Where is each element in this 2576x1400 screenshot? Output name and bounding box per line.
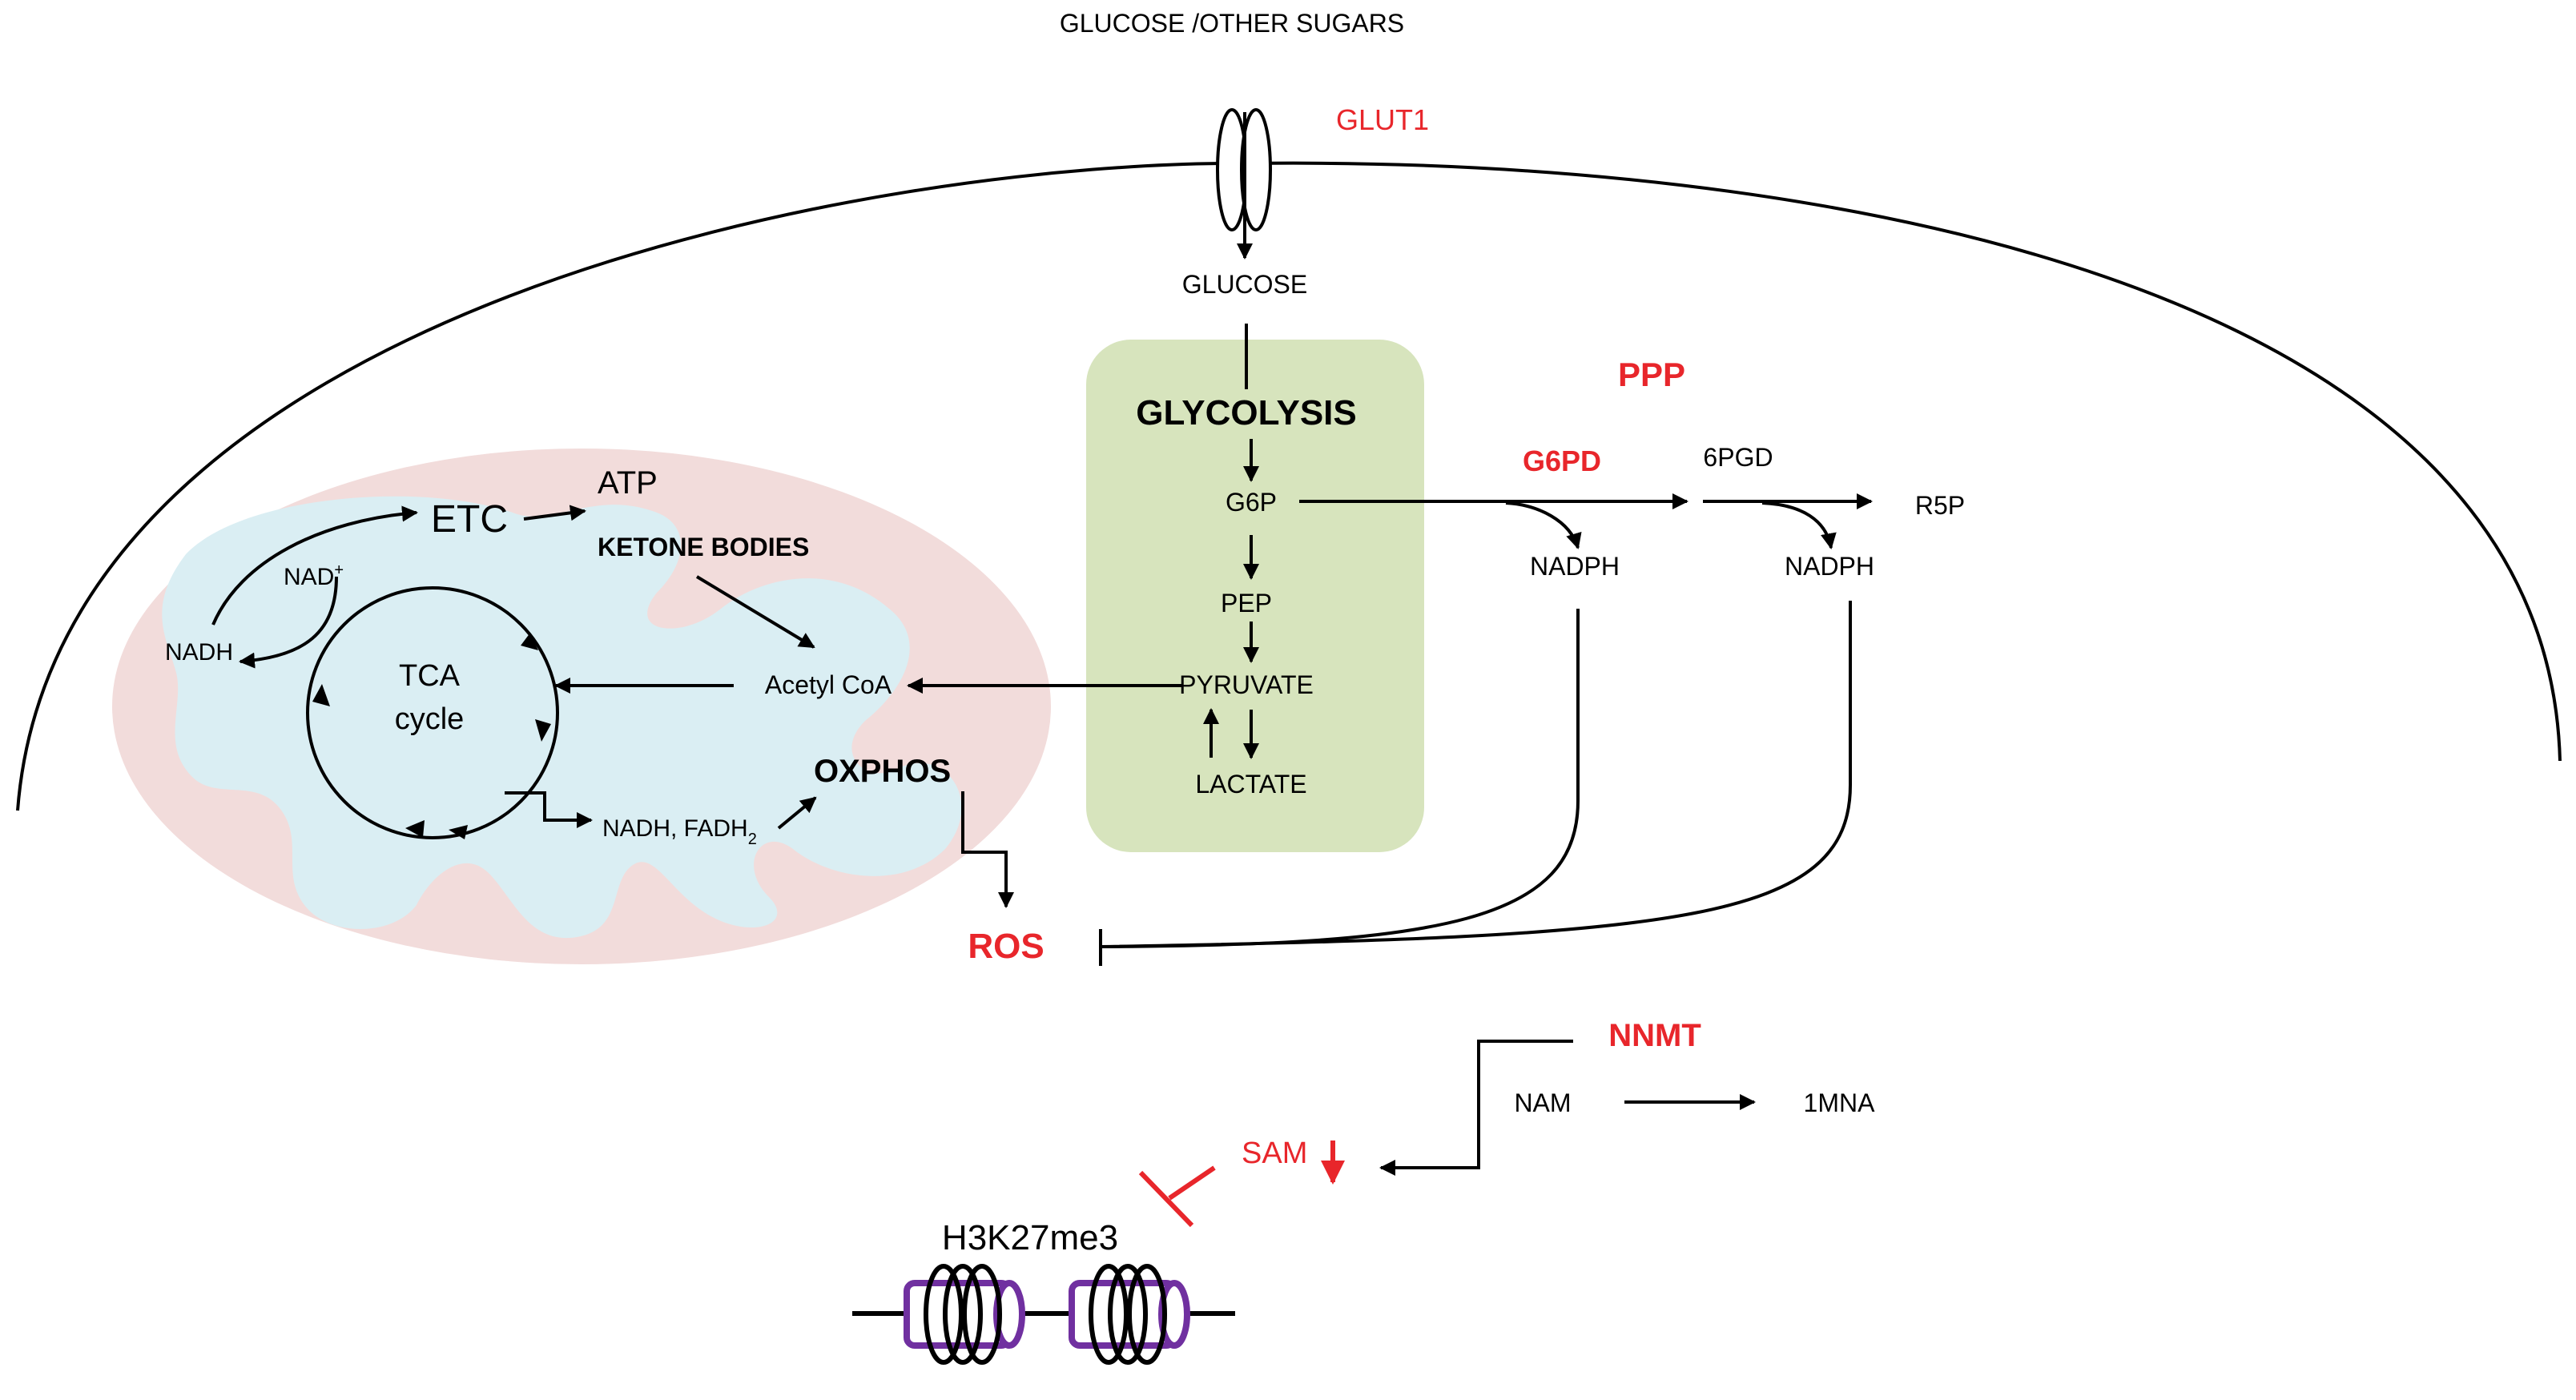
r5p-label: R5P: [1915, 491, 1965, 520]
nnmt-label: NNMT: [1608, 1018, 1701, 1053]
glut1-label: GLUT1: [1336, 103, 1429, 136]
pep-label: PEP: [1221, 589, 1272, 618]
sam-inhibition-bar: [1138, 1170, 1194, 1228]
g6pd-nadph-branch: [1505, 501, 1582, 549]
tca-to-nadh-fadh-arrow: [505, 791, 593, 828]
nadh-fadh-to-oxphos-arrow: [777, 796, 817, 830]
ppp-label: PPP: [1618, 356, 1685, 393]
mitochondrion: [112, 449, 1051, 964]
mitochondrion-cristae: [162, 496, 962, 939]
nadh-label: NADH: [165, 639, 233, 666]
1mna-label: 1MNA: [1804, 1088, 1876, 1117]
nadph-label-1: NADPH: [1530, 552, 1620, 581]
nam-label: NAM: [1514, 1088, 1571, 1117]
6pgd-nadph-branch: [1761, 501, 1837, 549]
glucose-other-sugars-label: GLUCOSE /OTHER SUGARS: [1060, 9, 1404, 38]
lactate-label: LACTATE: [1195, 770, 1306, 799]
nadh-fadh-label: NADH, FADH2: [602, 815, 757, 848]
nadph-label-2: NADPH: [1785, 552, 1874, 581]
nadh-to-etc-arrow: [211, 505, 418, 626]
h3k27me3-label: H3K27me3: [942, 1218, 1118, 1257]
glycolysis-compartment: [1086, 340, 1424, 852]
g6p-label: G6P: [1226, 488, 1277, 517]
nnmt-consumes-sam-arrow: [1379, 1040, 1573, 1176]
tca-label-line1: TCA: [399, 659, 461, 693]
ros-label: ROS: [968, 927, 1044, 966]
g6pd-label: G6PD: [1523, 445, 1601, 477]
glut1-transporter-icon: [1216, 108, 1272, 231]
tca-label-line2: cycle: [395, 702, 465, 736]
nad-plus-regeneration-arrow: [239, 576, 338, 669]
sam-label: SAM: [1242, 1136, 1307, 1170]
glucose-label: GLUCOSE: [1182, 270, 1307, 299]
glycolysis-label: GLYCOLYSIS: [1136, 393, 1357, 432]
etc-to-atp-arrow: [523, 505, 586, 521]
6pgd-label: 6PGD: [1703, 443, 1773, 472]
ketone-bodies-label: KETONE BODIES: [598, 533, 809, 561]
tca-cycle-circle: [306, 586, 559, 839]
atp-label: ATP: [598, 465, 658, 501]
oxphos-label: OXPHOS: [814, 754, 951, 789]
nad-plus-label: NAD+: [284, 561, 344, 590]
pyruvate-label: PYRUVATE: [1179, 670, 1314, 699]
etc-label: ETC: [431, 498, 508, 541]
oxphos-to-ros-arrow: [961, 791, 1014, 908]
acetyl-coa-label: Acetyl CoA: [765, 670, 892, 699]
sam-inhibition-line: [1168, 1165, 1216, 1201]
nadph2-inhibits-ros: [1100, 601, 1852, 948]
nucleosome-icon: [852, 1264, 1235, 1365]
ketone-to-acetylcoa-arrow: [695, 575, 815, 649]
